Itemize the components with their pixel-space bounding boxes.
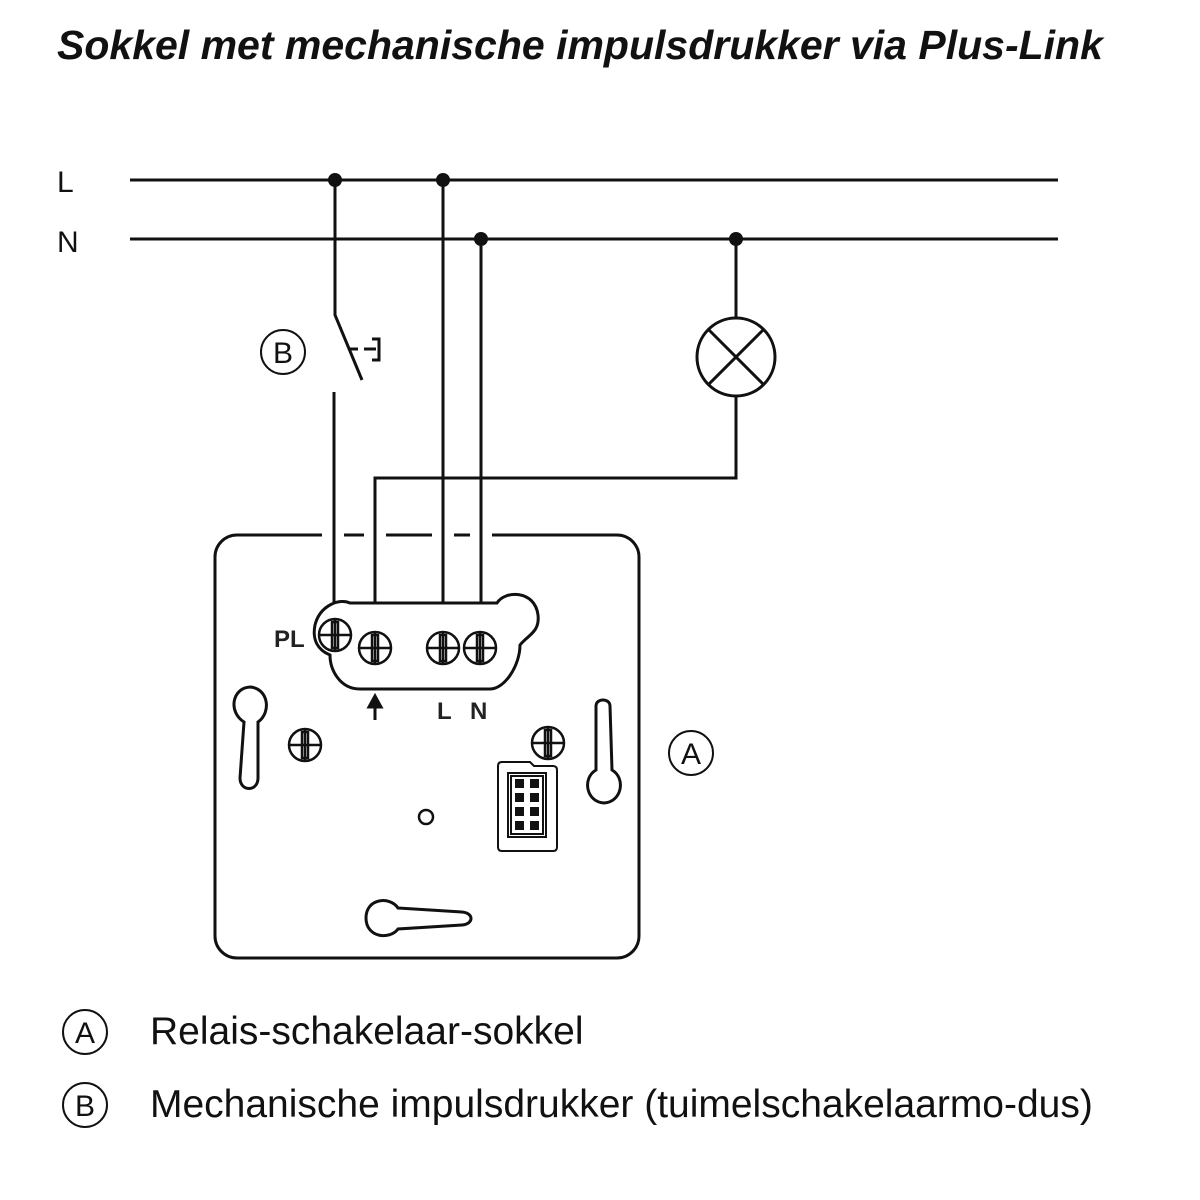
wire-lamp xyxy=(373,239,738,603)
wire-switch-top xyxy=(333,180,364,381)
line-label-l: L xyxy=(57,166,74,199)
marker-a: A xyxy=(668,730,714,776)
terminal-label-pl: PL xyxy=(274,626,305,653)
svg-text:A: A xyxy=(681,738,701,771)
svg-text:B: B xyxy=(75,1090,95,1123)
center-hole xyxy=(417,808,435,826)
legend-marker-b: B xyxy=(62,1082,108,1128)
lamp-icon xyxy=(695,316,777,398)
keyhole-slot-bottom xyxy=(364,899,473,938)
terminal-label-l: L xyxy=(437,698,452,725)
legend-text-a: Relais-schakelaar-sokkel xyxy=(150,1010,584,1053)
connector-port xyxy=(497,761,558,852)
svg-text:B: B xyxy=(273,337,293,370)
keyhole-slot-right xyxy=(586,698,622,805)
terminal-label-n: N xyxy=(470,698,487,725)
terminal-screws xyxy=(287,617,566,763)
arrow-up-icon xyxy=(366,692,384,720)
page-title: Sokkel met mechanische impulsdrukker via… xyxy=(57,22,1103,68)
legend-marker-a: A xyxy=(62,1009,108,1055)
terminal-block xyxy=(312,592,540,691)
marker-b: B xyxy=(260,329,306,375)
socket-base-outline xyxy=(213,533,641,960)
svg-text:A: A xyxy=(75,1017,95,1050)
switch-actuator-icon xyxy=(350,337,381,362)
keyhole-slot-left xyxy=(232,685,268,790)
legend-text-b: Mechanische impulsdrukker (tuimelschakel… xyxy=(150,1083,1093,1126)
line-label-n: N xyxy=(57,226,79,259)
junction-dots xyxy=(328,173,743,246)
